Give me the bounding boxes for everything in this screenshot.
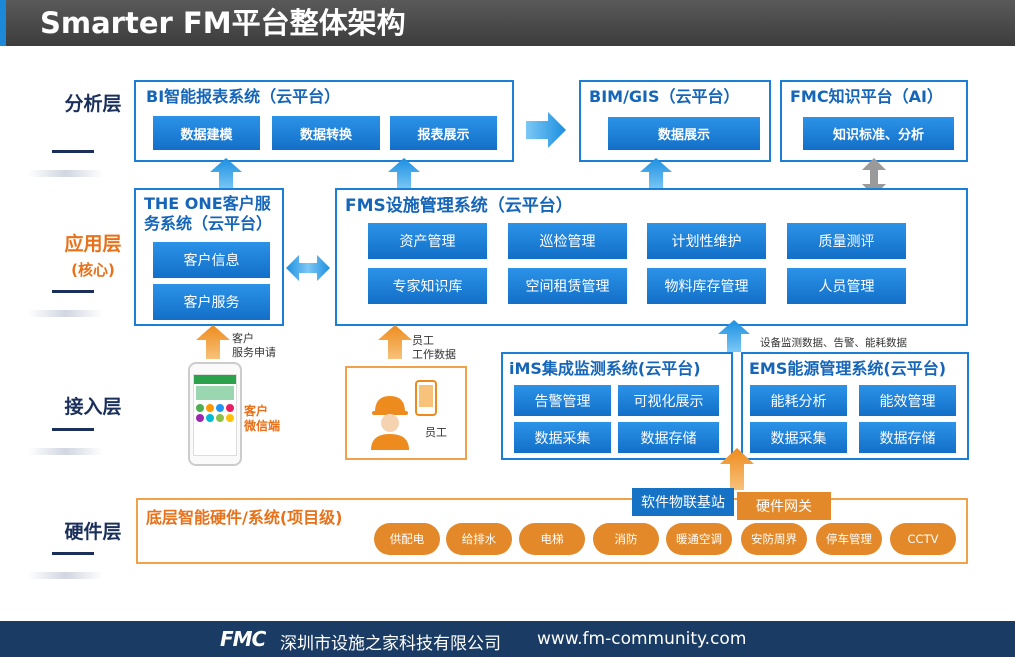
hardware-item[interactable]: 暖通空调 (666, 523, 732, 555)
hardware-item[interactable]: 停车管理 (816, 523, 882, 555)
layer-divider (52, 290, 94, 293)
double-arrow-vertical-icon (862, 158, 886, 196)
theone-box: THE ONE客户服 务系统（云平台） 客户信息 客户服务 (134, 188, 284, 326)
arrow-up-icon (718, 320, 750, 352)
layer-shadow (28, 572, 103, 579)
customer-wechat-label-2: 微信端 (244, 419, 281, 433)
theone-item[interactable]: 客户信息 (153, 242, 270, 278)
ims-item[interactable]: 数据存储 (618, 422, 719, 453)
ims-title: iMS集成监测系统(云平台) (509, 359, 701, 378)
worker-icon (371, 396, 409, 450)
fmc-box: FMC知识平台（AI） 知识标准、分析 (780, 80, 968, 162)
hardware-gateway-tab[interactable]: 硬件网关 (737, 492, 831, 520)
page-title: Smarter FM平台整体架构 (40, 6, 406, 40)
layer-shadow (28, 170, 103, 177)
bi-item[interactable]: 数据转换 (272, 116, 380, 150)
mobile-phone-icon (415, 380, 437, 416)
theone-title: THE ONE客户服 (144, 194, 271, 213)
fms-item[interactable]: 资产管理 (368, 223, 487, 259)
fms-item[interactable]: 空间租赁管理 (508, 268, 627, 304)
hardware-item[interactable]: 安防周界 (741, 523, 807, 555)
ims-item[interactable]: 可视化展示 (618, 385, 719, 416)
fms-item[interactable]: 质量测评 (787, 223, 906, 259)
layer-shadow (28, 310, 103, 317)
fms-title: FMS设施管理系统（云平台） (345, 196, 573, 216)
hardware-item[interactable]: 电梯 (519, 523, 585, 555)
bi-item[interactable]: 报表展示 (390, 116, 497, 150)
hardware-item[interactable]: 给排水 (446, 523, 512, 555)
arrow-up-icon (210, 158, 242, 190)
customer-request-label-2: 服务申请 (232, 346, 276, 359)
ims-item[interactable]: 数据采集 (514, 422, 611, 453)
footer-url[interactable]: www.fm-community.com (537, 629, 747, 649)
ems-item[interactable]: 能效管理 (859, 385, 956, 416)
arrow-up-orange-icon (196, 325, 230, 359)
bi-system-box: BI智能报表系统（云平台） 数据建模 数据转换 报表展示 (134, 80, 514, 162)
arrow-up-orange-icon (720, 448, 754, 490)
hardware-title: 底层智能硬件/系统(项目级) (146, 508, 343, 527)
theone-item[interactable]: 客户服务 (153, 284, 270, 320)
bimgis-item[interactable]: 数据展示 (608, 117, 760, 150)
double-arrow-horizontal-icon (286, 255, 330, 281)
layer-label-hardware: 硬件层 (64, 521, 122, 543)
arrow-right-icon (526, 112, 566, 148)
title-bar: Smarter FM平台整体架构 (0, 0, 1015, 46)
ems-item[interactable]: 数据采集 (750, 422, 847, 453)
bimgis-box: BIM/GIS（云平台） 数据展示 (579, 80, 771, 162)
layer-divider (52, 428, 94, 431)
fms-item[interactable]: 计划性维护 (647, 223, 766, 259)
fms-box: FMS设施管理系统（云平台） 资产管理 巡检管理 计划性维护 质量测评 专家知识… (335, 188, 968, 326)
arrow-up-icon (640, 158, 672, 190)
fms-item[interactable]: 人员管理 (787, 268, 906, 304)
ems-title: EMS能源管理系统(云平台) (749, 359, 947, 378)
ims-box: iMS集成监测系统(云平台) 告警管理 可视化展示 数据采集 数据存储 (501, 352, 733, 460)
ims-item[interactable]: 告警管理 (514, 385, 611, 416)
layer-label-analysis: 分析层 (64, 93, 122, 115)
layer-label-application: 应用层 (64, 233, 122, 255)
ems-box: EMS能源管理系统(云平台) 能耗分析 能效管理 数据采集 数据存储 (741, 352, 969, 460)
bi-system-title: BI智能报表系统（云平台） (146, 87, 341, 106)
title-accent (0, 0, 6, 46)
footer-company: 深圳市设施之家科技有限公司 (280, 634, 501, 654)
layer-divider (52, 150, 94, 153)
staff-data-label-2: 工作数据 (412, 348, 456, 361)
customer-wechat-label: 客户 (244, 404, 269, 418)
staff-data-label: 员工 (412, 334, 434, 347)
ems-item[interactable]: 能耗分析 (750, 385, 847, 416)
ems-item[interactable]: 数据存储 (859, 422, 956, 453)
layer-label-application-sub: (核心) (71, 261, 115, 279)
hardware-item[interactable]: CCTV (890, 523, 956, 555)
layer-divider (52, 552, 94, 555)
bi-item[interactable]: 数据建模 (153, 116, 260, 150)
arrow-up-icon (388, 158, 420, 190)
theone-title-2: 务系统（云平台） (144, 214, 273, 233)
fms-item[interactable]: 专家知识库 (368, 268, 487, 304)
device-data-label: 设备监测数据、告警、能耗数据 (760, 337, 907, 349)
customer-request-label: 客户 (232, 332, 254, 345)
software-gateway-tab[interactable]: 软件物联基站 (632, 488, 734, 516)
footer-bar: FMC 深圳市设施之家科技有限公司 www.fm-community.com (0, 621, 1015, 657)
fms-item[interactable]: 巡检管理 (508, 223, 627, 259)
layer-shadow (28, 448, 103, 455)
hardware-item[interactable]: 供配电 (374, 523, 440, 555)
staff-box: 员工 (345, 366, 467, 460)
arrow-up-orange-icon (378, 325, 412, 359)
footer-logo: FMC (220, 627, 266, 651)
staff-label: 员工 (425, 426, 447, 439)
fmc-title: FMC知识平台（AI） (790, 87, 943, 106)
layer-label-access: 接入层 (64, 396, 122, 418)
phone-illustration (188, 362, 242, 466)
fms-item[interactable]: 物料库存管理 (647, 268, 766, 304)
fmc-item[interactable]: 知识标准、分析 (803, 117, 954, 150)
bimgis-title: BIM/GIS（云平台） (589, 87, 740, 106)
hardware-item[interactable]: 消防 (593, 523, 659, 555)
